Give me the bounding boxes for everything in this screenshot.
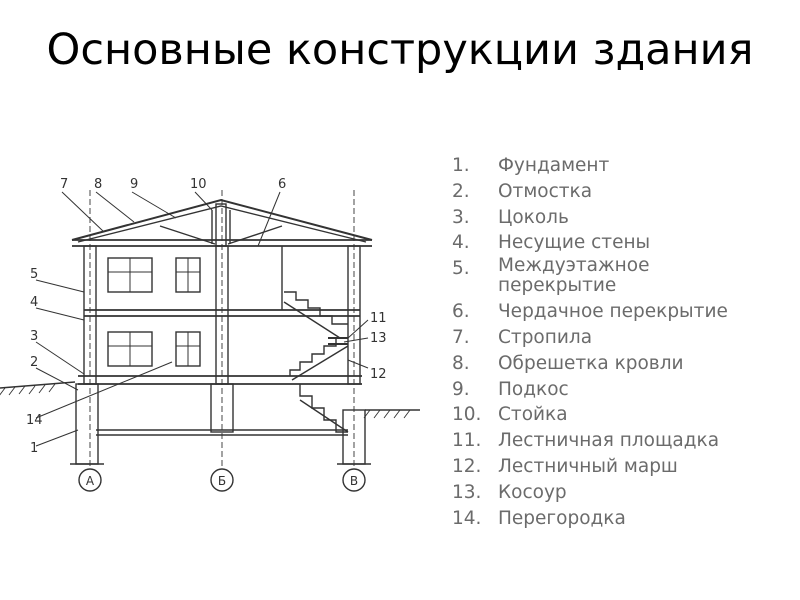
- callout-7: 7: [60, 177, 68, 192]
- axis-marker-b: [210, 468, 234, 492]
- axis-label-c: В: [350, 474, 358, 488]
- legend-item: 13.Косоур: [452, 481, 567, 503]
- leader-lines: [35, 191, 369, 447]
- callout-1: 1: [30, 441, 38, 456]
- legend-item: 12.Лестничный марш: [452, 455, 678, 477]
- axis-marker-c: [342, 468, 366, 492]
- callout-8: 8: [94, 177, 102, 192]
- stair-landing: [328, 337, 348, 345]
- callout-4: 4: [30, 295, 38, 310]
- callout-11: 11: [370, 311, 387, 326]
- legend-list: 1.Фундамент 2.Отмостка 3.Цоколь 4.Несущи…: [452, 153, 788, 531]
- legend-item: 11.Лестничная площадка: [452, 430, 720, 452]
- callout-5: 5: [30, 267, 38, 282]
- legend-item: 2.Отмостка: [452, 180, 593, 202]
- callout-9: 9: [130, 177, 138, 192]
- legend-item: 14.Перегородка: [452, 507, 626, 529]
- rafter-braces: [159, 210, 283, 245]
- legend-item: 4.Несущие стены: [452, 232, 651, 254]
- stair-flight-lower: [289, 337, 348, 376]
- building-section-diagram: 7 8 9 10 6 5 4 3 2 14 1 11 13 12 А Б В: [0, 177, 420, 492]
- callout-12: 12: [370, 367, 387, 382]
- legend-item: 8.Обрешетка кровли: [452, 352, 684, 374]
- stair-basement-under: [299, 399, 349, 433]
- legend-item: 7.Стропила: [452, 326, 593, 348]
- callout-13: 13: [370, 331, 387, 346]
- stair-flight-upper: [284, 291, 348, 325]
- ground-line: [0, 381, 420, 411]
- legend-item: 10.Стойка: [452, 404, 568, 426]
- callout-2: 2: [30, 355, 38, 370]
- axis-label-a: А: [86, 474, 95, 488]
- stair-flight-upper-under: [283, 301, 341, 339]
- axis-marker-a: [78, 468, 102, 492]
- legend-item: 1.Фундамент: [452, 155, 610, 176]
- axis-lines: [89, 190, 355, 466]
- legend-item: 5.Междуэтажное перекрытие: [452, 255, 650, 297]
- roof-slope: [71, 198, 373, 241]
- callout-3: 3: [30, 329, 38, 344]
- callout-6: 6: [278, 177, 286, 192]
- stair-stringer: [291, 345, 349, 381]
- axis-label-b: Б: [218, 474, 226, 488]
- ground-hatch: [0, 383, 411, 419]
- legend-item: 6.Чердачное перекрытие: [452, 301, 728, 323]
- legend-item: 3.Цоколь: [452, 206, 569, 228]
- foundation-left: [75, 383, 99, 465]
- stair-basement: [299, 384, 348, 433]
- slide-title: Основные конструкции здания: [46, 25, 754, 75]
- callout-10: 10: [190, 177, 207, 192]
- callout-14: 14: [26, 413, 43, 428]
- roof-underside: [77, 205, 367, 243]
- legend-item: 9.Подкос: [452, 378, 569, 400]
